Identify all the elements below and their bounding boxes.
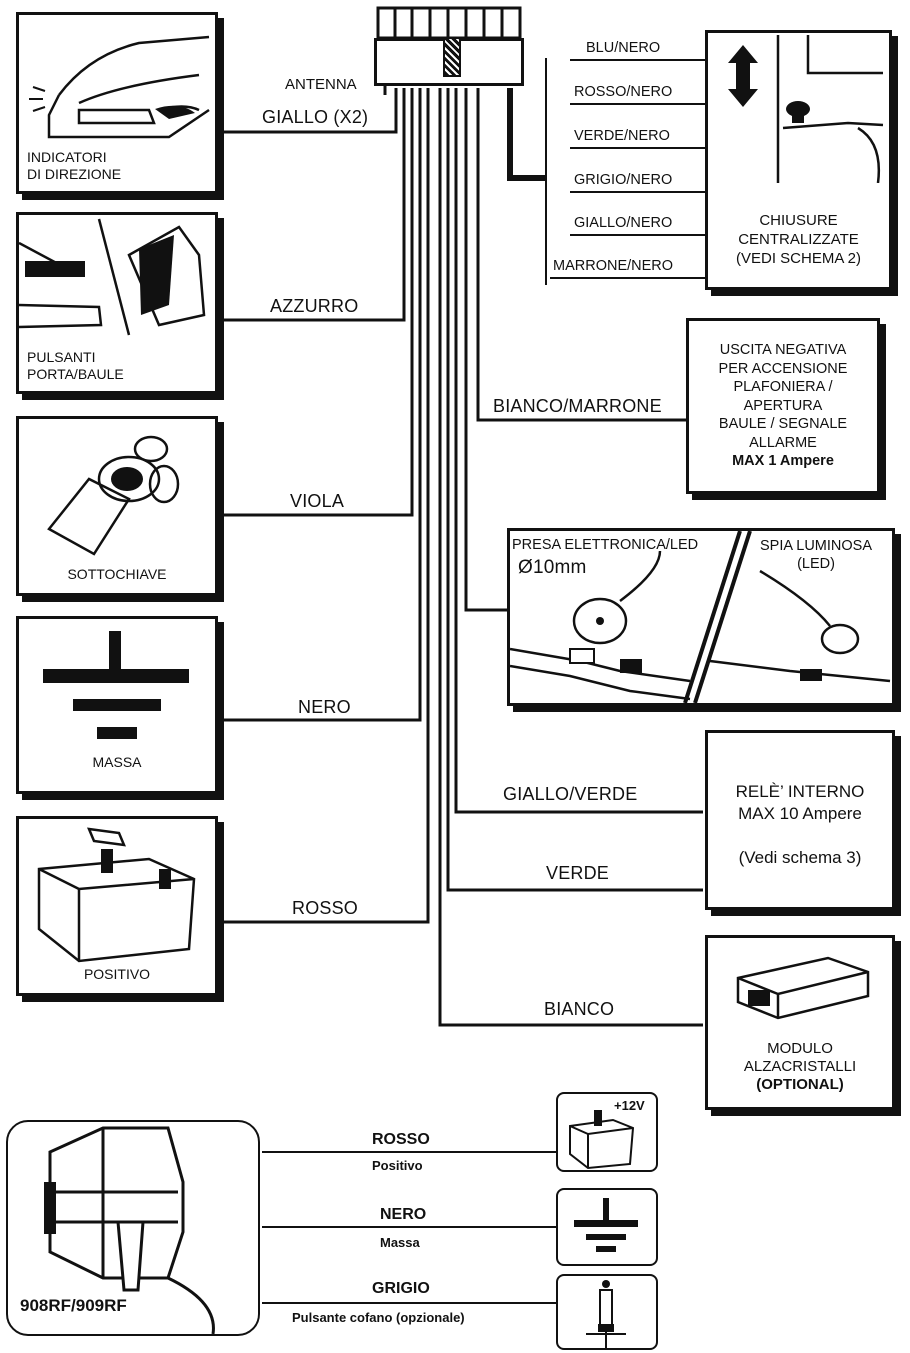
ground-symbol-bar-3 <box>97 727 137 739</box>
locks-caption-3: (VEDI SCHEMA 2) <box>735 250 862 267</box>
relay-line-1: RELÈ’ INTERNO <box>735 782 865 801</box>
connector-block <box>374 37 524 86</box>
wire-label-giallo-verde: GIALLO/VERDE <box>503 784 638 804</box>
central-locks-box: CHIUSURE CENTRALIZZATE (VEDI SCHEMA 2) <box>705 30 892 290</box>
wire-label-nero: NERO <box>298 697 351 717</box>
indicators-caption-2: DI DIREZIONE <box>27 166 122 182</box>
output-line-1: USCITA NEGATIVA <box>719 342 847 358</box>
car-door-icon <box>19 218 206 336</box>
locks-caption-2: CENTRALIZZATE <box>738 231 859 248</box>
car-front-icon <box>29 35 210 139</box>
siren-wire-3-desc: Pulsante cofano (opzionale) <box>292 1310 465 1325</box>
relay-line-3: (Vedi schema 3) <box>738 848 862 867</box>
wire-label-rosso: ROSSO <box>292 898 359 918</box>
siren-box: 908RF/909RF <box>6 1120 260 1336</box>
ground-symbol-bar-2 <box>73 699 161 711</box>
relay-box: RELÈ’ INTERNO MAX 10 Ampere (Vedi schema… <box>705 730 895 910</box>
siren-wire-2-name: NERO <box>380 1206 427 1223</box>
connector-key <box>443 37 461 77</box>
wire-label-bianco-marrone: BIANCO/MARRONE <box>493 396 662 416</box>
siren-battery-box: +12V <box>556 1092 658 1172</box>
wire-label-verde: VERDE <box>546 863 610 883</box>
door-buttons-caption-2: PORTA/BAULE <box>27 366 124 382</box>
siren-model: 908RF/909RF <box>20 1296 127 1315</box>
ground-symbol-bar-1 <box>43 669 189 683</box>
ground-caption: MASSA <box>92 754 142 770</box>
lock-wire-5: GIALLO/NERO <box>574 215 673 231</box>
spia-title-2: (LED) <box>797 556 835 572</box>
output-line-2: PER ACCENSIONE <box>718 360 848 377</box>
module-line-2: ALZACRISTALLI <box>743 1058 857 1075</box>
key-switch-caption: SOTTOCHIAVE <box>67 566 167 582</box>
indicators-caption-1: INDICATORI <box>27 149 107 165</box>
positive-box: POSITIVO <box>16 816 218 996</box>
led-socket-title: PRESA ELETTRONICA/LED <box>512 537 699 553</box>
door-buttons-box: PULSANTI PORTA/BAULE <box>16 212 218 394</box>
positive-caption: POSITIVO <box>83 966 151 982</box>
indicators-box: INDICATORI DI DIREZIONE <box>16 12 218 194</box>
locks-caption-1: CHIUSURE <box>759 212 838 229</box>
battery-tag: +12V <box>614 1098 645 1113</box>
led-socket-icon <box>510 531 891 703</box>
small-battery-icon <box>569 1110 635 1170</box>
relay-line-2: MAX 10 Ampere <box>738 804 862 823</box>
wire-label-azzurro: AZZURRO <box>270 296 359 316</box>
led-box: PRESA ELETTRONICA/LED Ø10mm SPIA LUMINOS… <box>507 528 895 706</box>
siren-wire-1-name: ROSSO <box>372 1131 430 1148</box>
spia-title-1: SPIA LUMINOSA <box>759 538 872 554</box>
output-line-6: ALLARME <box>749 434 817 451</box>
lock-wire-2: ROSSO/NERO <box>574 84 673 100</box>
battery-icon <box>37 827 196 963</box>
siren-ground-box <box>556 1188 658 1266</box>
small-ground-stem <box>603 1198 609 1220</box>
module-icon <box>736 956 870 1020</box>
output-line-3: PLAFONIERA / <box>733 379 833 395</box>
lock-wire-4: GRIGIO/NERO <box>574 172 673 188</box>
output-line-5: BAULE / SEGNALE <box>718 416 848 432</box>
small-ground-bar-3 <box>596 1246 616 1252</box>
ground-symbol-stem <box>109 631 121 671</box>
siren-icon <box>44 1126 215 1334</box>
output-line-4: APERTURA <box>743 397 823 414</box>
lock-wire-1: BLU/NERO <box>586 40 661 56</box>
wire-label-viola: VIOLA <box>290 491 345 511</box>
hood-switch-icon <box>586 1280 626 1348</box>
output-max-current: MAX 1 Ampere <box>732 453 834 469</box>
siren-wire-3-name: GRIGIO <box>372 1280 430 1297</box>
siren-hood-switch-box <box>556 1274 658 1350</box>
window-module-box: MODULO ALZACRISTALLI (OPTIONAL) <box>705 935 895 1110</box>
wire-label-bianco: BIANCO <box>544 999 615 1019</box>
lock-wire-6: MARRONE/NERO <box>553 258 674 274</box>
negative-output-box: USCITA NEGATIVA PER ACCENSIONE PLAFONIER… <box>686 318 880 494</box>
siren-wire-1-desc: Positivo <box>372 1158 423 1173</box>
module-line-1: MODULO <box>767 1040 833 1057</box>
key-switch-icon <box>47 435 180 556</box>
small-ground-bar-2 <box>586 1234 626 1240</box>
door-buttons-caption-1: PULSANTI <box>27 349 96 365</box>
ground-box: MASSA <box>16 616 218 794</box>
wire-label-giallo: GIALLO (X2) <box>262 107 369 127</box>
antenna-label: ANTENNA <box>285 76 357 93</box>
key-switch-box: SOTTOCHIAVE <box>16 416 218 596</box>
small-ground-bar-1 <box>574 1220 638 1227</box>
siren-wire-2-desc: Massa <box>380 1235 420 1250</box>
led-diameter: Ø10mm <box>518 557 587 578</box>
module-line-3: (OPTIONAL) <box>756 1076 844 1093</box>
door-lock-icon <box>728 35 884 183</box>
lock-wire-3: VERDE/NERO <box>574 128 670 144</box>
